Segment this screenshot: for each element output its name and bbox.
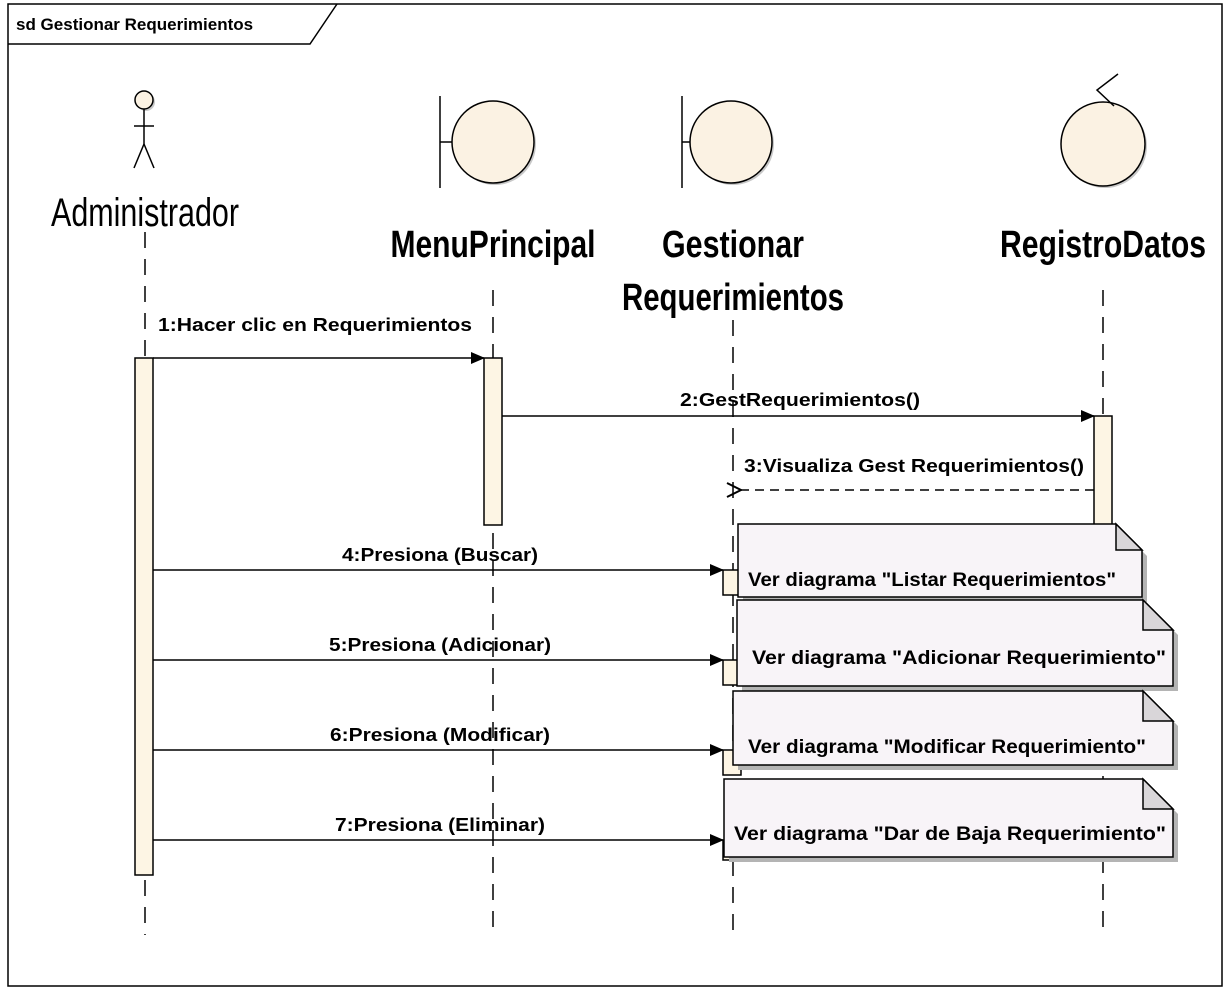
boundary-icon xyxy=(439,96,536,188)
lifeline-name-menu-principal: MenuPrincipal xyxy=(391,224,596,266)
message-label-1: 1:Hacer clic en Requerimientos xyxy=(158,315,472,335)
note-text-adicionar: Ver diagrama "Adicionar Requerimiento" xyxy=(752,648,1166,669)
activation-bar-administrador xyxy=(134,357,154,876)
message-label-5: 5:Presiona (Adicionar) xyxy=(329,635,551,655)
note-text-modificar: Ver diagrama "Modificar Requerimiento" xyxy=(748,737,1146,758)
lifeline-name-administrador: Administrador xyxy=(51,191,239,235)
note-adicionar: Ver diagrama "Adicionar Requerimiento" xyxy=(736,598,1178,691)
note-text-listar: Ver diagrama "Listar Requerimientos" xyxy=(748,570,1116,591)
message-label-7: 7:Presiona (Eliminar) xyxy=(335,815,545,835)
note-text-dar-de-baja: Ver diagrama "Dar de Baja Requerimiento" xyxy=(734,824,1166,845)
lifeline-names: Administrador MenuPrincipal Gestionar Re… xyxy=(51,191,1206,319)
note-listar: Ver diagrama "Listar Requerimientos" xyxy=(737,522,1147,602)
activation-bar-registro-datos xyxy=(1093,415,1113,535)
message-label-4: 4:Presiona (Buscar) xyxy=(342,545,538,565)
note-dar-de-baja: Ver diagrama "Dar de Baja Requerimiento" xyxy=(723,777,1178,862)
message-labels: 1:Hacer clic en Requerimientos 2:GestReq… xyxy=(158,315,1084,835)
message-label-3: 3:Visualiza Gest Requerimientos() xyxy=(744,456,1084,476)
activation-bar-menu-principal xyxy=(483,357,503,526)
entity-icon xyxy=(1060,73,1147,188)
actor-icon xyxy=(133,90,155,169)
message-arrows xyxy=(153,352,1095,846)
lifeline-name-gestionar-line2: Requerimientos xyxy=(622,277,844,319)
note-modificar: Ver diagrama "Modificar Requerimiento" xyxy=(732,689,1178,770)
boundary-icon xyxy=(681,96,774,188)
lifeline-name-gestionar-line1: Gestionar xyxy=(662,224,804,266)
lifeline-name-registro-datos: RegistroDatos xyxy=(1000,224,1206,266)
message-label-6: 6:Presiona (Modificar) xyxy=(330,725,550,745)
frame-title: sd Gestionar Requerimientos xyxy=(16,15,253,34)
message-label-2: 2:GestRequerimientos() xyxy=(680,390,920,410)
